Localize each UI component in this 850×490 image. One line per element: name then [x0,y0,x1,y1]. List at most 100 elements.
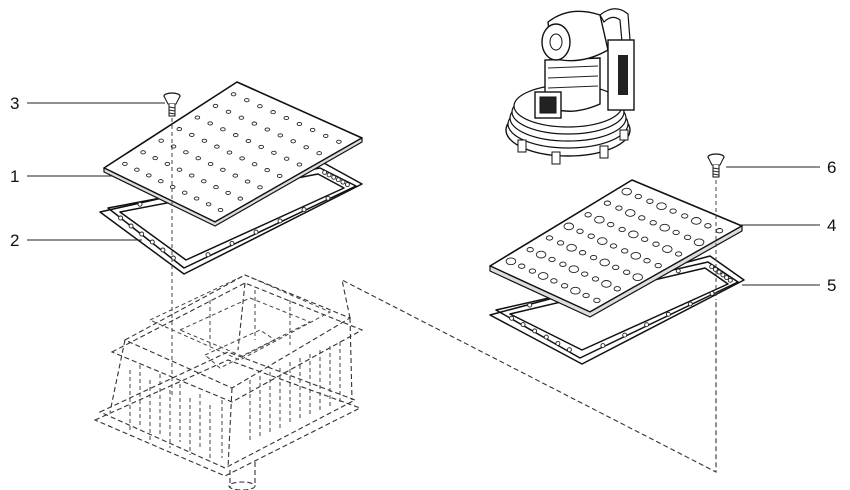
plate-hole [615,205,623,211]
plate-hole [303,145,309,150]
callout-6: 6 [827,158,836,177]
plate-hole [704,223,712,229]
plate-hole [194,115,201,120]
plate-hole [189,132,195,137]
plate-hole [195,156,201,161]
plate-hole [322,133,329,138]
plate-hole [257,104,263,109]
plate-hole [656,202,667,211]
plate-hole [232,173,239,178]
plate-hole [518,263,526,269]
plate-hole [140,150,146,155]
gasket-hole [527,302,533,308]
plate-hole [581,271,589,277]
plate-hole [630,251,642,260]
gasket-hole [566,347,572,353]
gasket-hole [727,277,733,283]
plate-hole [621,248,629,254]
plate-hole [122,161,128,166]
plate-hole [715,228,724,234]
plate-hole [271,150,277,155]
plate-hole [251,121,258,126]
chamber-frame-dashed [93,274,364,490]
gasket-hole [331,174,337,180]
plate-hole [654,262,662,269]
connection-line [341,278,717,473]
plate-hole [225,190,231,195]
gasket-hole [509,315,515,321]
plate-hole [183,150,189,155]
plate-hole [652,241,660,247]
plate-hole [609,243,618,249]
plate-hole [693,238,705,247]
plate-hole [594,215,605,224]
plate-hole [134,167,140,172]
plate-hole [672,229,680,236]
plate-hole [232,133,239,138]
plate-hole [245,138,252,144]
plate-hole [621,187,632,196]
plate-hole [239,156,245,161]
gasket-hole [600,343,606,349]
plate-hole [563,222,575,231]
gasket-hole [709,264,715,270]
plate-hole [181,190,188,195]
plate-hole [649,220,657,226]
plate-hole [309,127,316,132]
plate-hole [599,258,610,267]
plate-hole [237,196,244,201]
plate-hole [537,272,549,280]
plate-hole [578,250,587,256]
callout-4: 4 [827,216,836,235]
gasket-hole [160,247,166,253]
callout-5: 5 [827,276,836,295]
plate-hole [669,208,677,214]
screw-left [163,92,181,395]
plate-hole [584,212,592,218]
plate-hole [258,144,264,149]
plate-hole [283,156,290,161]
plate-hole [176,127,183,132]
gasket-hole [325,195,331,201]
plate-hole [238,115,245,120]
plate-hole [207,121,213,126]
gasket-hole [665,311,671,317]
plate-hole [566,243,577,252]
plate-hole [213,185,219,190]
plate-hole [277,133,284,138]
plate-hole [264,127,271,132]
gasket-hole [253,229,259,235]
gasket-hole [335,177,341,183]
plate-hole [559,261,567,267]
gasket-hole [644,322,650,328]
plate-hole [545,235,554,241]
gasket-hole [622,332,628,338]
plate-hole [625,209,636,217]
plate-hole [244,98,250,103]
plate-hole [618,226,626,233]
plate-hole [643,258,651,264]
plate-hole [316,151,322,156]
perforated-plate-left [103,81,363,227]
plate-hole [193,196,200,201]
plate-hole [659,223,670,232]
plate-hole [683,234,692,241]
plate-hole [535,250,547,259]
plate-hole [638,215,646,221]
gasket-hole [687,301,693,307]
plate-hole [587,233,595,239]
plate-hole [214,144,220,149]
plate-hole [296,121,303,127]
gasket-hole [277,218,283,224]
plate-hole [152,156,158,161]
plate-hole [158,179,164,184]
callout-2: 2 [10,231,19,250]
plate-hole [230,92,237,97]
gasket-hole [128,223,134,229]
plate-hole [225,109,232,114]
plate-hole [550,278,558,284]
plate-hole [217,207,224,213]
gasket-hole [340,179,346,185]
